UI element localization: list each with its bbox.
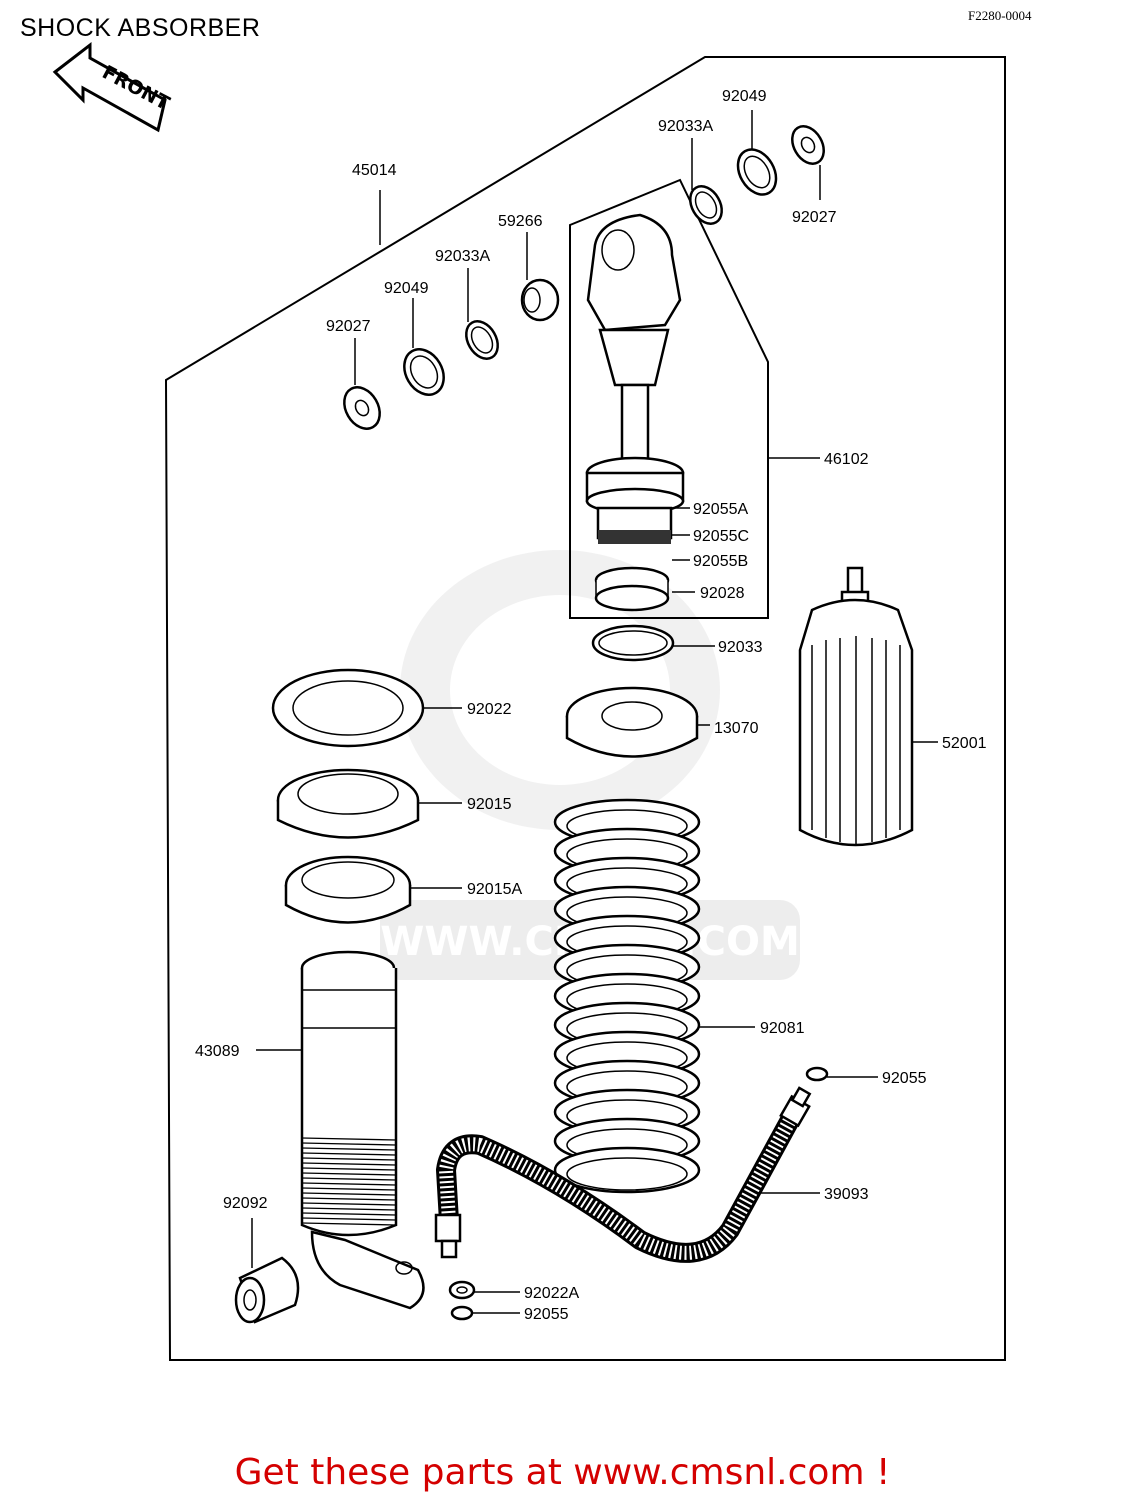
spring-coil: [553, 1146, 701, 1194]
shock-body-43089: [300, 950, 425, 1310]
label-92055-right: 92055: [882, 1070, 927, 1087]
lock-nut-92015: [276, 768, 420, 839]
circlip-92033A-top: [689, 185, 723, 225]
circlip-92033A-left: [465, 320, 499, 360]
thread-line: [301, 1217, 397, 1221]
label-92028: 92028: [700, 585, 745, 602]
washer-92027-left: [343, 386, 381, 430]
hose-39093: [434, 1086, 812, 1263]
assembly-boundary: [164, 56, 1006, 1361]
label-92022: 92022: [467, 701, 512, 718]
thread-line: [301, 1147, 397, 1151]
o-ring-92055-bottom: [450, 1305, 474, 1321]
washer-92022: [271, 668, 425, 748]
label-92055C: 92055C: [693, 528, 749, 545]
label-92033: 92033: [718, 639, 763, 656]
label-92033A-left: 92033A: [435, 248, 490, 265]
thread-line: [301, 1172, 397, 1176]
thread-line: [301, 1162, 397, 1166]
label-92015A: 92015A: [467, 881, 522, 898]
label-92049-left: 92049: [384, 280, 429, 297]
circlip-92033: [591, 624, 675, 662]
diagram-code: F2280-0004: [968, 8, 1032, 23]
page-title: SHOCK ABSORBER: [20, 14, 261, 42]
exploded-parts-diagram: WWW.CMSNL.COM FRONT: [52, 41, 1006, 1361]
label-92027-left: 92027: [326, 318, 371, 335]
label-92049-top: 92049: [722, 88, 767, 105]
bushing-92049-top: [736, 148, 778, 196]
o-ring-92055-right: [805, 1066, 829, 1082]
front-arrow-icon: FRONT: [52, 41, 173, 133]
thread-line: [301, 1222, 397, 1226]
thread-line: [301, 1177, 397, 1181]
label-45014: 45014: [352, 162, 397, 179]
washer-92027-top: [791, 125, 825, 165]
thread-line: [301, 1197, 397, 1201]
bushing-92049-left: [403, 348, 445, 396]
bushing-92092: [234, 1256, 300, 1324]
label-39093: 39093: [824, 1186, 869, 1203]
label-13070: 13070: [714, 720, 759, 737]
label-46102: 46102: [824, 451, 869, 468]
thread-line: [301, 1187, 397, 1191]
spring-coil-inner: [566, 1157, 688, 1191]
thread-line: [301, 1167, 397, 1171]
thread-line: [301, 1212, 397, 1216]
thread-line: [301, 1137, 397, 1141]
bushing-59266: [520, 278, 560, 322]
label-52001: 52001: [942, 735, 987, 752]
footer-link-text[interactable]: Get these parts at www.cmsnl.com !: [234, 1452, 891, 1493]
label-92015: 92015: [467, 796, 512, 813]
label-92022A: 92022A: [524, 1285, 579, 1302]
thread-line: [301, 1142, 397, 1146]
reservoir-52001: [798, 566, 914, 847]
label-92055-bottom: 92055: [524, 1306, 569, 1323]
thread-line: [301, 1192, 397, 1196]
label-59266: 59266: [498, 213, 543, 230]
label-92081: 92081: [760, 1020, 805, 1037]
ring-92028: [594, 566, 670, 612]
label-43089: 43089: [195, 1043, 240, 1060]
label-92092: 92092: [223, 1195, 268, 1212]
washer-92022A: [448, 1280, 476, 1300]
damper-rod-46102: [585, 213, 685, 544]
label-92027-top: 92027: [792, 209, 837, 226]
spring-seat-13070: [565, 686, 699, 758]
label-92055A: 92055A: [693, 501, 748, 518]
label-92055B: 92055B: [693, 553, 748, 570]
damper-assembly-boundary: [569, 178, 769, 619]
thread-line: [301, 1207, 397, 1211]
lock-nut-92015A: [284, 855, 412, 924]
thread-line: [301, 1152, 397, 1156]
thread-line: [301, 1182, 397, 1186]
coil-spring-92081: [553, 798, 701, 1194]
label-92033A-top: 92033A: [658, 118, 713, 135]
thread-line: [301, 1202, 397, 1206]
thread-line: [301, 1157, 397, 1161]
